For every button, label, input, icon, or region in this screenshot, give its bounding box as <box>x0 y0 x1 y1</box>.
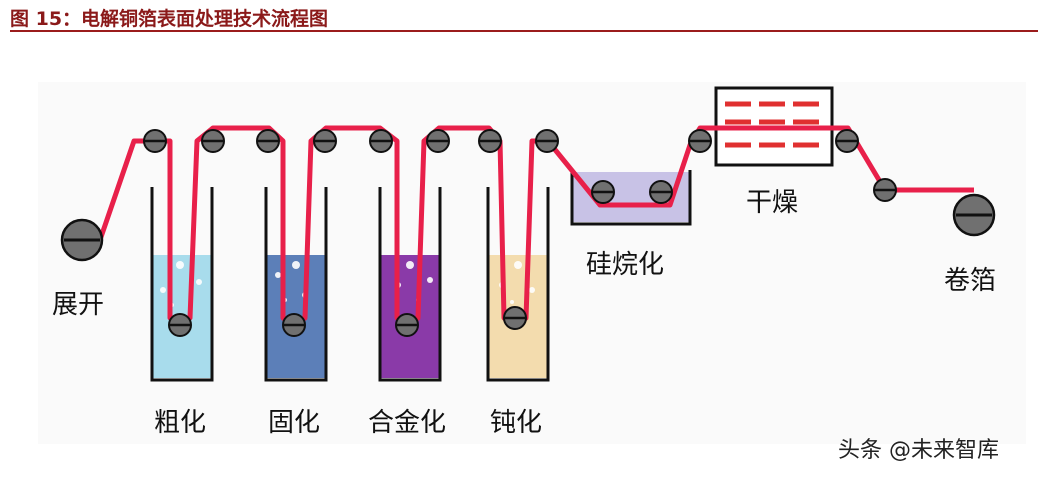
label-curing: 固化 <box>268 408 320 438</box>
unwind-roller <box>60 218 104 262</box>
passivation-tank <box>486 187 550 382</box>
label-roughening: 粗化 <box>154 408 206 438</box>
watermark: 头条 @未来智库 <box>838 438 999 463</box>
label-silane: 硅烷化 <box>586 250 664 280</box>
label-alloying: 合金化 <box>368 408 446 438</box>
copper-foil-path <box>97 125 974 328</box>
title-divider <box>10 30 1038 32</box>
label-passivation: 钝化 <box>490 408 542 438</box>
rewind-roller <box>952 193 996 237</box>
label-drying: 干燥 <box>746 188 798 218</box>
figure-title: 图 15：电解铜箔表面处理技术流程图 <box>10 8 329 30</box>
label-unwind: 展开 <box>52 290 104 320</box>
rollers <box>60 129 996 337</box>
label-rewind: 卷箔 <box>944 266 996 296</box>
